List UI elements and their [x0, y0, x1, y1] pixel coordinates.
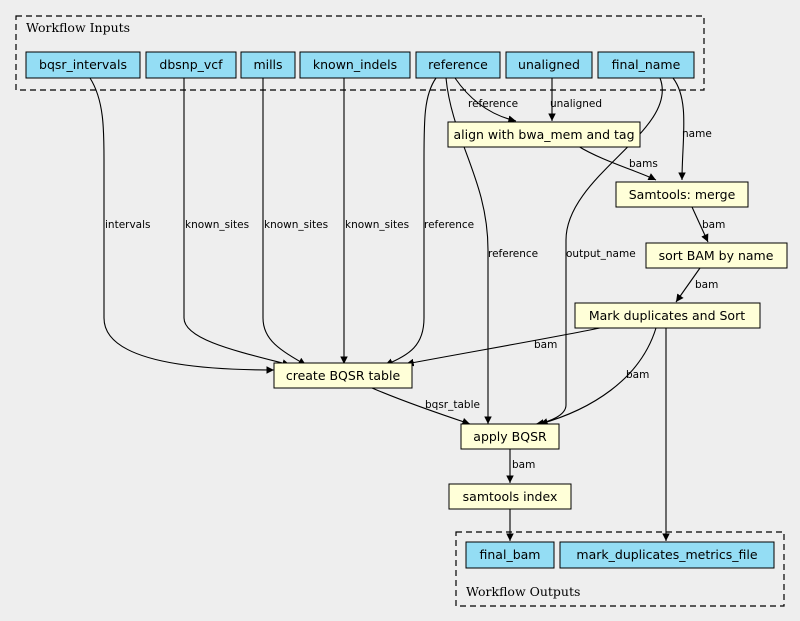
edge-label-bam-5: bam	[512, 459, 535, 471]
edge-bams	[577, 145, 657, 181]
edge-label-bam-2: bam	[695, 279, 718, 291]
workflow-outputs-cluster: Workflow Outputs	[455, 531, 785, 607]
input-dbsnp-vcf[interactable]: dbsnp_vcf	[145, 51, 237, 79]
step-bqsr-table-label: create BQSR table	[286, 368, 401, 383]
step-nodes: align with bwa_mem and tag Samtools: mer…	[273, 121, 788, 510]
edge-merge-sort	[691, 206, 709, 243]
input-known-indels-label: known_indels	[313, 57, 397, 72]
edge-label-reference-2: reference	[488, 248, 538, 260]
output-final-bam-label: final_bam	[480, 547, 541, 562]
edge-reference-apply-bqsr	[445, 77, 492, 424]
input-bqsr-intervals-label: bqsr_intervals	[39, 57, 127, 72]
edge-bqsr-table	[371, 387, 471, 426]
step-align[interactable]: align with bwa_mem and tag	[447, 121, 641, 148]
output-metrics-file-label: mark_duplicates_metrics_file	[576, 547, 757, 562]
workflow-inputs-title: Workflow Inputs	[26, 20, 130, 35]
step-markdup[interactable]: Mark duplicates and Sort	[574, 302, 761, 329]
edge-label-bam-3: bam	[534, 339, 557, 351]
edge-label-output-name: output_name	[566, 248, 636, 260]
step-sort-label: sort BAM by name	[659, 248, 774, 263]
input-nodes: bqsr_intervals dbsnp_vcf mills known_ind…	[25, 51, 695, 79]
input-final-name-label: final_name	[612, 57, 681, 72]
step-apply-bqsr-label: apply BQSR	[473, 429, 547, 444]
edge-label-bam-4: bam	[626, 369, 649, 381]
step-sort[interactable]: sort BAM by name	[645, 242, 788, 269]
step-apply-bqsr[interactable]: apply BQSR	[460, 423, 560, 450]
edge-label-reference-1: reference	[424, 219, 474, 231]
edge-reference-bqsr-table	[384, 77, 437, 366]
edge-label-bams: bams	[629, 158, 658, 170]
edge-output-name	[535, 77, 663, 427]
input-unaligned-label: unaligned	[518, 57, 580, 72]
output-final-bam[interactable]: final_bam	[465, 541, 555, 569]
step-bqsr-table[interactable]: create BQSR table	[273, 362, 413, 389]
input-unaligned[interactable]: unaligned	[505, 51, 593, 79]
step-merge[interactable]: Samtools: merge	[615, 181, 749, 208]
input-known-indels[interactable]: known_indels	[299, 51, 411, 79]
edge-label-reference-3: reference	[468, 98, 518, 110]
input-bqsr-intervals[interactable]: bqsr_intervals	[25, 51, 141, 79]
workflow-inputs-cluster: Workflow Inputs	[15, 15, 705, 91]
edge-markdup-bqsr-table	[405, 327, 601, 367]
output-nodes: final_bam mark_duplicates_metrics_file	[465, 541, 775, 569]
input-reference-label: reference	[428, 57, 488, 72]
step-align-label: align with bwa_mem and tag	[454, 127, 635, 142]
edge-dbsnp-known-sites	[183, 78, 291, 367]
step-samtools-index-label: samtools index	[463, 489, 558, 504]
edge-reference-align	[454, 77, 517, 124]
edge-label-known-sites-1: known_sites	[185, 219, 249, 231]
edge-label-intervals: intervals	[105, 219, 151, 231]
output-metrics-file[interactable]: mark_duplicates_metrics_file	[559, 541, 775, 569]
edge-intervals	[89, 77, 275, 374]
edge-label-known-sites-2: known_sites	[264, 219, 328, 231]
edge-label-bqsr-table: bqsr_table	[425, 399, 480, 411]
input-mills[interactable]: mills	[240, 51, 296, 79]
step-markdup-label: Mark duplicates and Sort	[589, 308, 745, 323]
edge-label-unaligned: unaligned	[550, 98, 602, 110]
input-final-name[interactable]: final_name	[597, 51, 695, 79]
step-merge-label: Samtools: merge	[629, 187, 736, 202]
input-mills-label: mills	[253, 57, 282, 72]
edge-label-name: name	[682, 128, 712, 140]
edge-markdup-apply-bqsr	[539, 327, 657, 426]
edges	[89, 77, 709, 541]
input-reference[interactable]: reference	[415, 51, 501, 79]
step-samtools-index[interactable]: samtools index	[448, 483, 572, 510]
edge-sort-markdup	[675, 267, 701, 303]
edge-final-name-merge	[672, 77, 686, 181]
workflow-outputs-title: Workflow Outputs	[466, 584, 580, 599]
edge-label-bam-1: bam	[702, 219, 725, 231]
input-dbsnp-vcf-label: dbsnp_vcf	[159, 57, 223, 72]
edge-mills-known-sites	[262, 78, 307, 366]
edge-labels: intervals known_sites known_sites known_…	[105, 98, 725, 471]
edge-label-known-sites-3: known_sites	[345, 219, 409, 231]
